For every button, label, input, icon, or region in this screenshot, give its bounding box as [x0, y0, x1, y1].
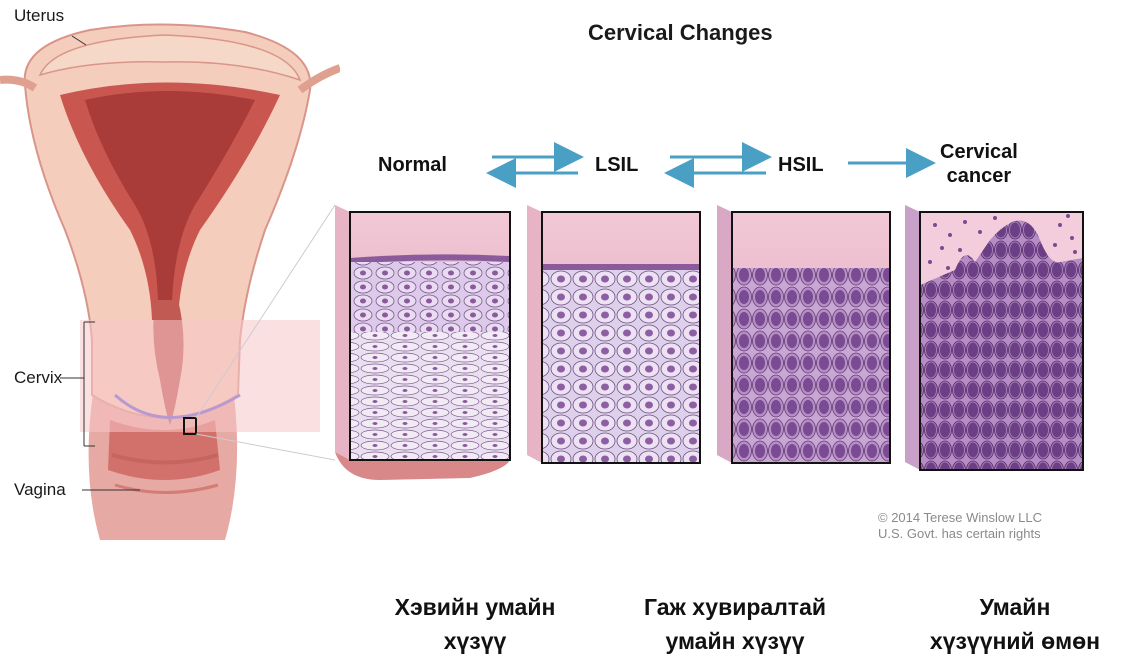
caption-cancer-line2: хүзүүний өмөн	[895, 624, 1135, 658]
tissue-block-cancer	[905, 205, 1083, 470]
copyright-notice: © 2014 Terese Winslow LLC U.S. Govt. has…	[878, 510, 1042, 542]
copyright-line1: © 2014 Terese Winslow LLC	[878, 510, 1042, 526]
caption-cancer: Умайн хүзүүний өмөн	[895, 590, 1135, 658]
copyright-line2: U.S. Govt. has certain rights	[878, 526, 1042, 542]
caption-dysplasia-line2: умайн хүзүү	[600, 624, 870, 658]
caption-dysplasia-line1: Гаж хувиралтай	[600, 590, 870, 624]
tissue-block-hsil	[717, 205, 890, 463]
tissue-block-normal	[335, 205, 510, 480]
caption-normal: Хэвийн умайн хүзүү	[350, 590, 600, 658]
caption-normal-line2: хүзүү	[350, 624, 600, 658]
caption-dysplasia: Гаж хувиралтай умайн хүзүү	[600, 590, 870, 658]
caption-cancer-line1: Умайн	[895, 590, 1135, 624]
tissue-block-lsil	[527, 205, 700, 463]
caption-normal-line1: Хэвийн умайн	[350, 590, 600, 624]
